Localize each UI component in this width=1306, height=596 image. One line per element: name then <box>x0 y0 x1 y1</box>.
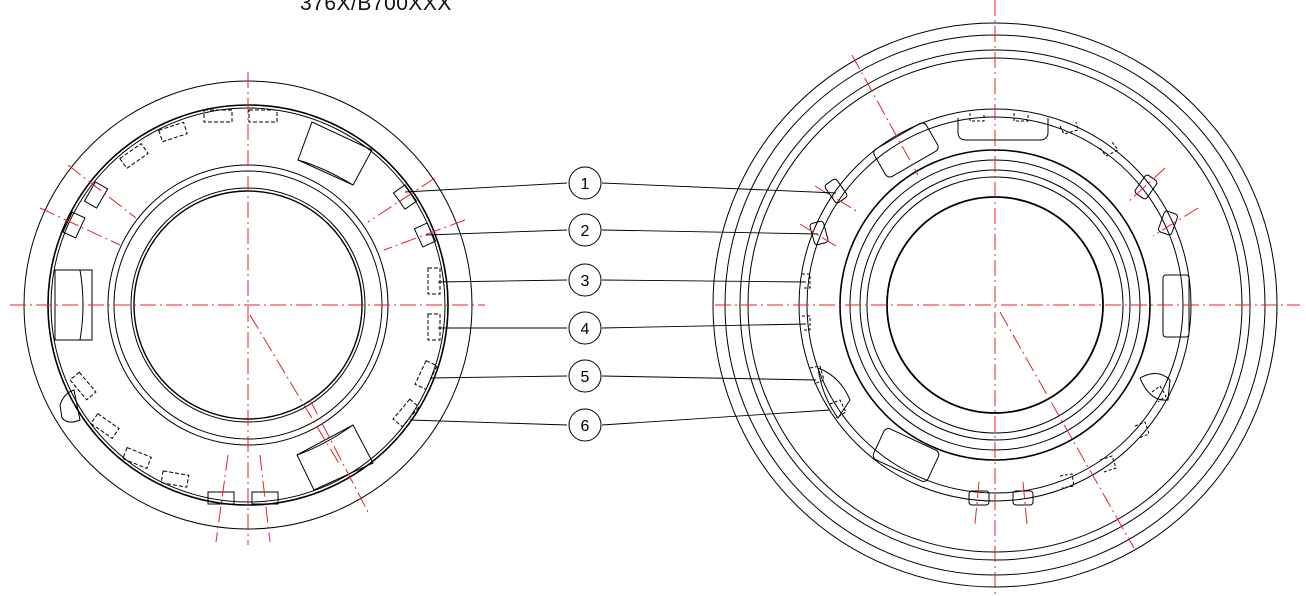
callout-6-label: 6 <box>581 418 590 435</box>
callout-4: 4 <box>568 311 602 345</box>
right-centerlines <box>715 0 1300 596</box>
part-number-label: 376X/B700XXX <box>300 0 452 15</box>
callout-1-label: 1 <box>581 176 590 193</box>
callout-2-label: 2 <box>581 223 590 240</box>
callout-6: 6 <box>568 408 602 442</box>
callout-1: 1 <box>568 166 602 200</box>
left-centerlines <box>10 72 485 545</box>
left-lever <box>59 389 81 423</box>
callout-4-label: 4 <box>581 321 590 338</box>
callout-3-label: 3 <box>581 273 590 290</box>
callout-5-label: 5 <box>581 369 590 386</box>
right-top-recess <box>957 118 1049 141</box>
callout-3: 3 <box>568 263 602 297</box>
right-clips <box>802 113 1167 489</box>
right-tabs <box>809 174 1178 506</box>
left-cutout-top-right <box>297 121 373 186</box>
callout-group <box>404 182 837 426</box>
right-block-top-left <box>873 122 939 178</box>
right-block-bottom-left <box>872 428 940 482</box>
right-block-right <box>1162 274 1190 338</box>
right-lower-left-notch <box>817 367 851 419</box>
left-hidden-slots <box>69 109 441 488</box>
left-cutout-bottom-right <box>296 424 374 491</box>
callout-5: 5 <box>568 359 602 393</box>
callout-2: 2 <box>568 213 602 247</box>
right-lower-notch <box>1139 373 1171 401</box>
